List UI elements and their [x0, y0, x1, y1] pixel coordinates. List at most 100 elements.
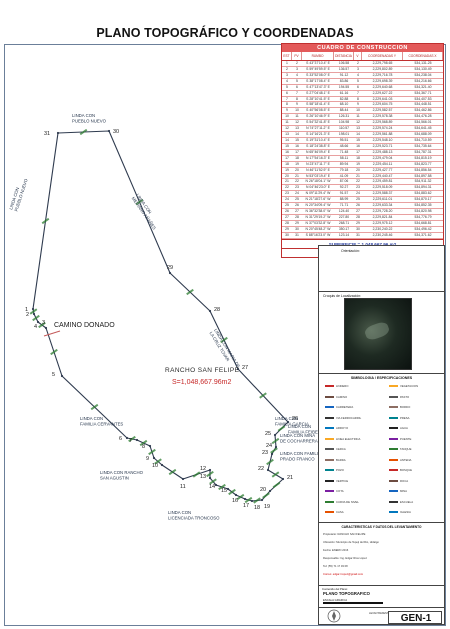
coordinate-table-cell: 2,229,568.89 — [372, 120, 393, 125]
coordinate-table-cell: 91.57 — [339, 191, 349, 196]
coordinate-table-cell: 106.58 — [338, 61, 350, 65]
coordinate-table-cell: S 58°18'41.4" E — [306, 102, 330, 107]
distance-tick — [271, 437, 280, 445]
distance-tick — [218, 483, 226, 491]
coordinate-table-cell: 4 — [296, 72, 298, 77]
coordinate-table-cell: 534,476.28 — [414, 114, 432, 119]
survey-data-line: Tel: (55) 71 17 03 08 — [323, 565, 348, 568]
symbol-swatch — [325, 511, 334, 514]
vertex-label: 29 — [167, 265, 173, 271]
symbology-item-label: VERTICE — [336, 478, 349, 483]
symbology-item: ARROYO — [325, 426, 348, 430]
coordinate-table-cell: 2,229,728.20 — [372, 209, 393, 214]
coordinate-table-cell: 26 — [356, 203, 360, 208]
road-label: CAMINO DONADO — [54, 322, 115, 329]
coordinate-table-cell: 19 — [356, 161, 360, 166]
symbology-item-label: MINA — [400, 489, 407, 493]
coordinate-table-cell: 534,815.19 — [414, 155, 432, 160]
coordinate-table-cell: 22 — [285, 185, 289, 190]
distance-tick — [277, 425, 286, 432]
coordinate-table-cell: 28 — [356, 214, 360, 219]
coordinate-table-cell: 23 — [285, 191, 289, 196]
symbol-swatch — [325, 479, 334, 482]
coordinate-table-cell: S 47°13'47.3" E — [306, 84, 330, 89]
coordinate-table-cell: 2,229,802.89 — [372, 66, 393, 71]
vertex-label: 27 — [242, 365, 248, 371]
vertex-point — [125, 436, 129, 440]
coordinate-table-cell: 17 — [285, 155, 289, 160]
coordinate-table-cell: 534,787.31 — [414, 149, 432, 154]
coordinate-table-cell: 24 — [285, 197, 289, 202]
coordinate-table-cell: 2,229,440.47 — [372, 173, 393, 178]
vertex-label: 31 — [44, 131, 50, 137]
road-hatch — [43, 330, 61, 337]
vertex-label: 26 — [292, 416, 298, 422]
distance-tick — [128, 435, 136, 443]
coordinate-table-cell: 2,230,245.46 — [372, 232, 393, 237]
coordinate-table-cell: 15 — [285, 143, 289, 148]
coordinate-table-cell: 26 — [285, 209, 289, 214]
coordinate-table-cell: 3 — [296, 66, 298, 71]
survey-data-box: CARACTERISTICAS Y DATOS DEL LEVANTAMIENT… — [319, 523, 444, 585]
distance-tick — [135, 198, 144, 206]
coordinate-table-cell: 9 — [296, 102, 298, 107]
symbology-item-label: BARDA — [336, 457, 346, 462]
coordinate-table-cell: 7 — [286, 96, 288, 101]
coordinate-table-cell: 87.06 — [339, 179, 349, 184]
coordinate-table-cell: 2,229,698.39 — [372, 78, 393, 83]
adjacent-owner-label-line: LICENCIADA TRONCOSO — [168, 516, 220, 521]
coordinate-table-cell: 534,852.35 — [414, 203, 432, 208]
symbology-item-label: VEGETACION — [400, 384, 419, 388]
symbol-swatch — [325, 437, 334, 440]
coordinate-table-cell: N 23°47'11.7" E — [306, 161, 330, 166]
coordinate-table-header-cell: PV — [292, 52, 302, 60]
coordinate-table-cell: 534,496.42 — [414, 226, 432, 231]
coordinate-table-cell: 28 — [295, 214, 299, 219]
symbol-swatch — [389, 500, 398, 503]
symbology-item-label: BOSQUE — [400, 468, 412, 472]
vertex-label: 11 — [180, 484, 186, 490]
vertex-point — [168, 271, 172, 275]
coordinate-table-cell: 28 — [285, 220, 289, 225]
vertex-point — [250, 499, 254, 503]
coordinate-table-cell: N 17°54'16.3" E — [306, 155, 330, 160]
adjacent-owner-label-line: FAMILIA FEIBEN — [288, 430, 321, 435]
distance-tick — [38, 321, 46, 329]
symbology-item-label: CERCA — [336, 447, 346, 451]
coordinate-table-cell: 2,229,518.09 — [372, 185, 393, 190]
coordinate-table-cell: 21 — [285, 179, 289, 184]
coordinate-table-cell: 13 — [295, 126, 299, 131]
sheet-code: GEN-1 — [400, 613, 432, 624]
coordinate-table-cell: 2,229,640.68 — [372, 84, 393, 89]
distance-tick — [272, 481, 281, 489]
coordinate-table-cell: 2,229,798.65 — [372, 61, 393, 65]
symbology-item: VEGETACION — [389, 384, 418, 388]
symbol-swatch — [389, 416, 398, 419]
coordinate-table-cell: 2,230,240.22 — [372, 226, 393, 231]
coordinate-table-cell: 534,462.86 — [414, 108, 432, 113]
coordinate-table-cell: 68.10 — [339, 102, 349, 107]
vertex-label: 22 — [258, 466, 264, 472]
vertex-point — [286, 420, 290, 424]
vertex-point — [44, 326, 48, 330]
coordinate-table-cell: 534,566.01 — [414, 120, 432, 125]
coordinate-table-cell: 227.80 — [338, 214, 350, 219]
coordinate-table-cell: N 09°11'29.4" W — [305, 191, 331, 196]
coordinate-table-cell: 2,229,427.77 — [372, 167, 393, 172]
coordinate-table-cell: 95.51 — [339, 137, 349, 142]
survey-data-line: Ubicación: Municipio de Tepeji del Rio, … — [323, 541, 379, 544]
symbol-swatch — [325, 469, 334, 472]
coordinate-table-cell: 22 — [356, 179, 360, 184]
coordinate-table-cell: 19 — [295, 161, 299, 166]
